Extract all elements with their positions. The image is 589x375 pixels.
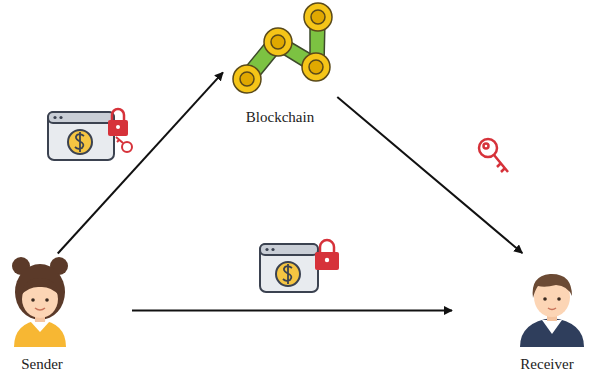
node-label: Receiver (518, 355, 575, 373)
key-icon (479, 139, 508, 172)
blockchain-icon (233, 3, 332, 93)
arrow-connector (58, 72, 223, 253)
locked-payment-key-icon (48, 109, 132, 160)
receiver-node: Receiver (507, 255, 587, 373)
receiver-figure (520, 274, 584, 347)
sender-figure (12, 257, 68, 347)
locked-payment-icon (260, 240, 339, 292)
node-label: Sender (19, 355, 65, 373)
arrow-connector (132, 309, 452, 311)
node-label: Blockchain (244, 108, 316, 126)
blockchain-node: Blockchain (225, 2, 335, 126)
arrow-connector (337, 97, 522, 253)
sender-node: Sender (2, 255, 82, 373)
